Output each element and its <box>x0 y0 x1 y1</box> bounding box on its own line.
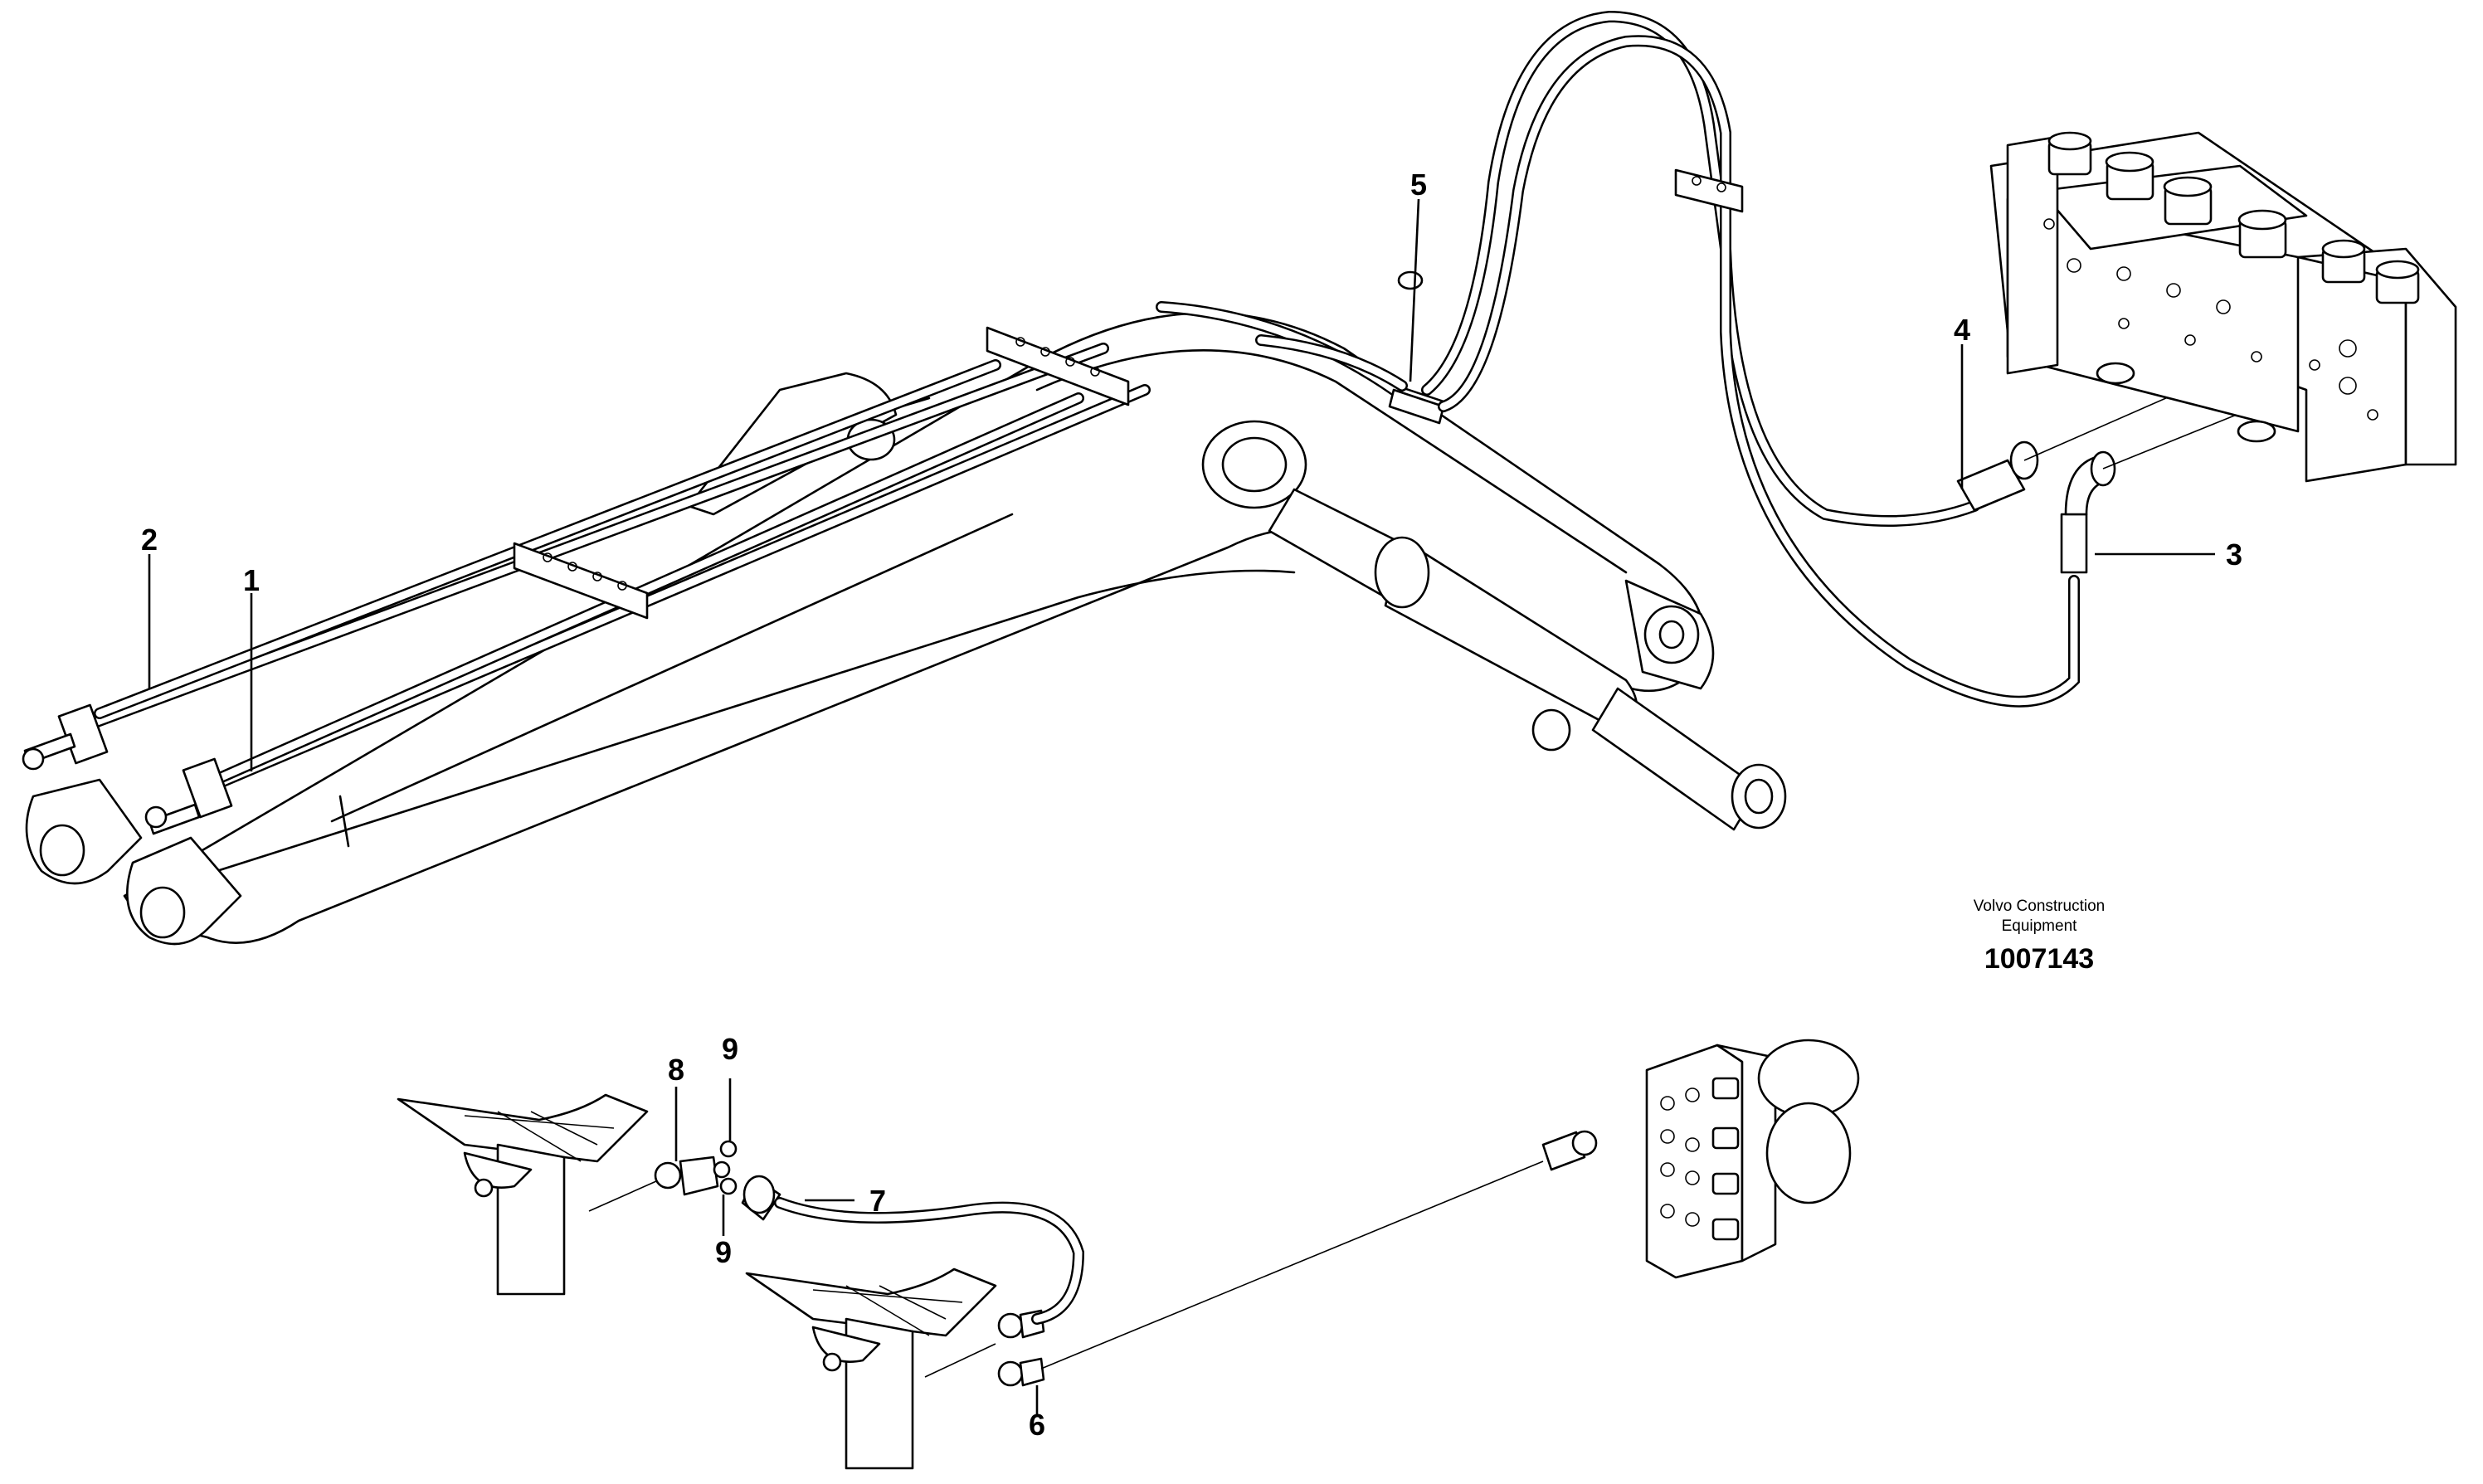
pedal-line-fitting <box>1541 1130 1598 1171</box>
boom-tubes <box>69 343 1151 794</box>
pilot-valve-block <box>1645 1039 1860 1279</box>
boom-cylinder <box>1201 420 1787 831</box>
tube-clamp-upper <box>986 326 1130 406</box>
foot-pedal-right <box>745 1267 997 1470</box>
brand-line-2: Equipment <box>2002 917 2078 935</box>
main-control-valve <box>1989 131 2457 483</box>
tube-end-fitting-left <box>22 703 109 771</box>
callout-2: 2 <box>141 523 158 557</box>
callout-6: 6 <box>1029 1408 1045 1442</box>
callout-5: 5 <box>1410 168 1427 202</box>
callout-1: 1 <box>243 563 260 597</box>
pedal-fittings <box>588 1140 1045 1387</box>
tube-clamp-middle <box>513 542 649 620</box>
pedal-line <box>1040 1160 1544 1370</box>
valve-solenoid-1 <box>2047 131 2092 176</box>
callout-9-lower: 9 <box>715 1235 732 1269</box>
brand-line-1: Volvo Construction <box>1974 898 2105 915</box>
leader-lines <box>148 198 2215 1414</box>
callout-8: 8 <box>668 1053 684 1087</box>
valve-solenoid-3 <box>2163 176 2213 226</box>
boom-pivot <box>1624 579 1715 690</box>
tube-end-fitting-right <box>144 757 233 835</box>
callout-labels: 1 2 3 4 5 6 7 8 9 9 <box>141 168 2242 1442</box>
boom-tip-lug-right <box>126 836 242 946</box>
boom-tip-lug-left <box>25 778 143 885</box>
callout-9-upper: 9 <box>722 1032 738 1066</box>
valve-supply-hoses <box>1421 10 2080 708</box>
valve-solenoid-2 <box>2105 151 2154 201</box>
pedal-hose-item-7 <box>774 1197 1085 1325</box>
valve-solenoid-5 <box>2321 239 2366 284</box>
drawing-caption: Volvo Construction Equipment 1007143 <box>1974 898 2105 975</box>
fitting-item-4 <box>1956 440 2039 512</box>
callout-7: 7 <box>869 1184 886 1218</box>
part-number: 1007143 <box>1984 943 2094 975</box>
leader-5 <box>1409 198 1420 382</box>
boom-top-hoses <box>1156 270 1449 425</box>
fitting-item-3 <box>2060 450 2116 574</box>
callout-3: 3 <box>2226 538 2242 572</box>
foot-pedal-left <box>397 1093 649 1296</box>
callout-4: 4 <box>1954 313 1970 347</box>
valve-solenoid-4 <box>2237 209 2287 259</box>
valve-solenoid-6 <box>2375 260 2420 304</box>
